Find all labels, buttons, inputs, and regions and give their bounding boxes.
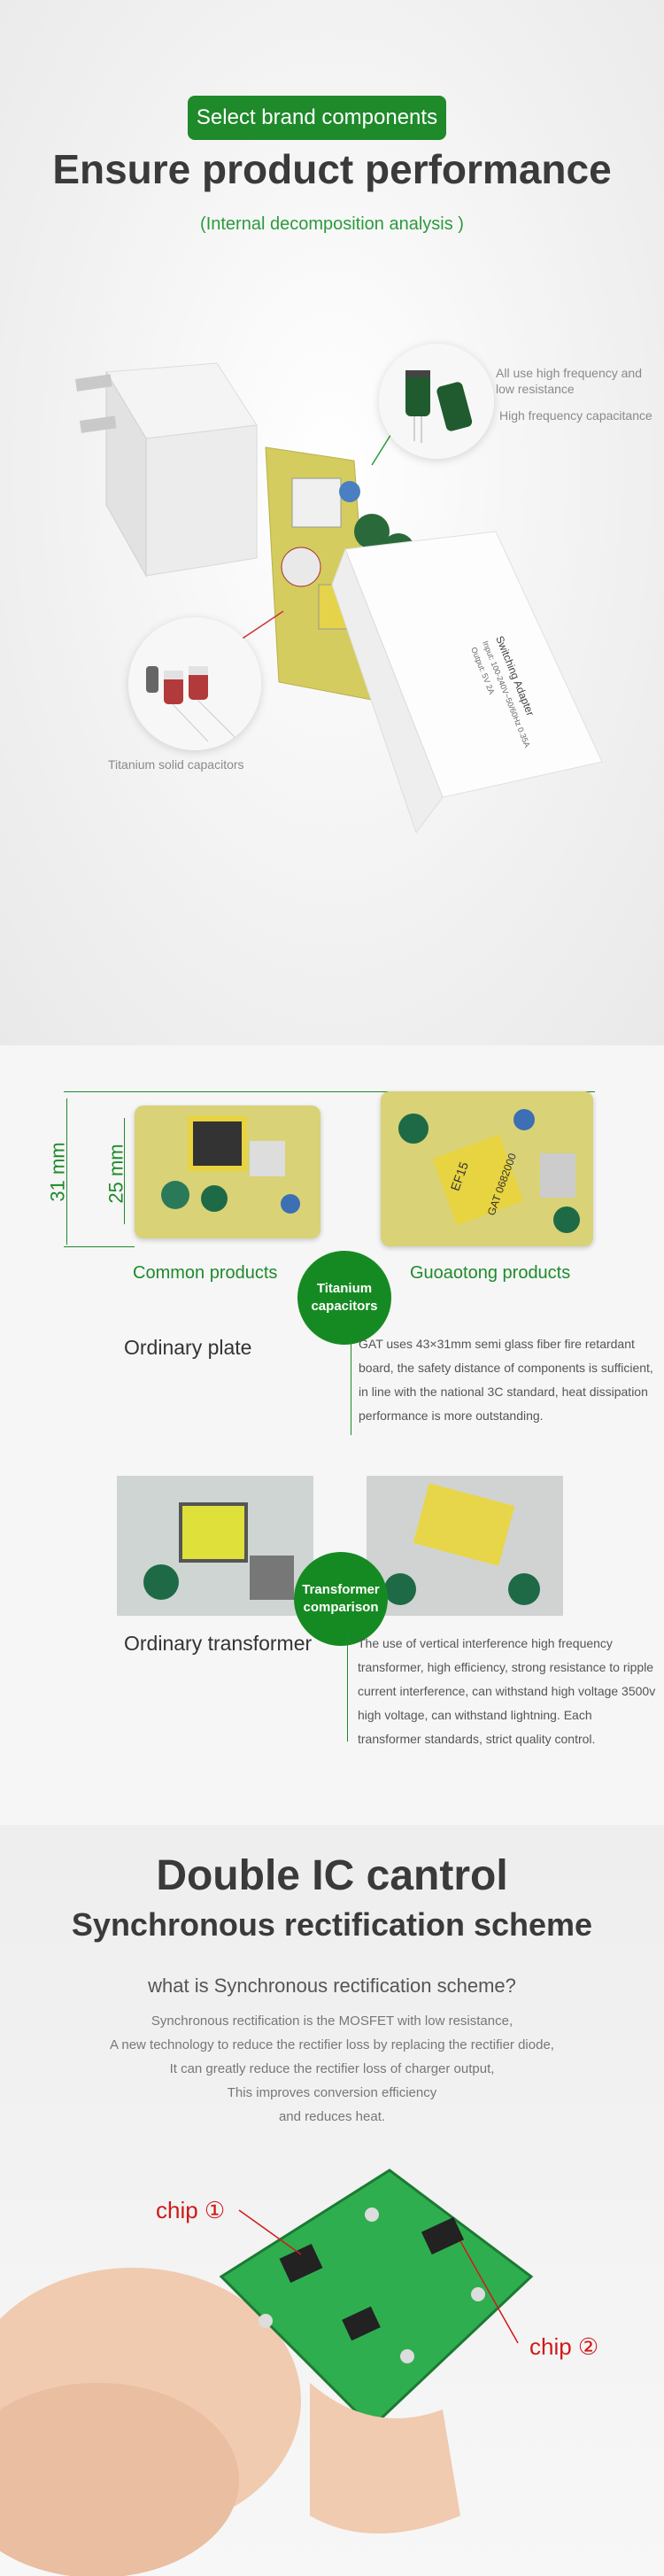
ic-title: Double IC cantrol xyxy=(156,1852,508,1899)
chip-1-label: chip ① xyxy=(156,2197,226,2223)
dimension-25-label: 25 mm xyxy=(104,1144,127,1204)
page-subtitle: (Internal decomposition analysis ) xyxy=(200,214,464,234)
ic-line-5: and reduces heat. xyxy=(278,2109,386,2124)
exploded-charger-illustration: Switching Adapter Input: 100-240V~50/60H… xyxy=(75,362,603,834)
common-product-board xyxy=(135,1106,320,1238)
ordinary-transformer-photo xyxy=(117,1476,313,1616)
ic-line-2: A new technology to reduce the rectifier… xyxy=(110,2037,554,2052)
ic-question: what is Synchronous rectification scheme… xyxy=(148,1975,516,1997)
callout-high-frequency: High frequency capacitance xyxy=(499,408,652,423)
pcb-board xyxy=(265,446,414,701)
guoaotong-product-board: EF15 GAT 0682000 xyxy=(381,1091,593,1246)
chip-2-label: chip ② xyxy=(529,2333,599,2360)
page-title: Ensure product performance xyxy=(52,146,612,192)
common-products-label: Common products xyxy=(133,1263,278,1283)
badge1-line1: Titanium xyxy=(316,1281,373,1296)
plug-head xyxy=(75,362,258,578)
ordinary-plate-title: Ordinary plate xyxy=(124,1336,252,1359)
dimension-top-line xyxy=(64,1091,595,1092)
titanium-capacitors-zoom xyxy=(128,617,261,750)
dimension-25-line xyxy=(124,1118,125,1224)
transformer-comparison-badge: Transformer comparison xyxy=(294,1552,388,1646)
dimension-bottom-line xyxy=(64,1246,135,1247)
ic-subtitle: Synchronous rectification scheme xyxy=(71,1906,593,1943)
transformer-description: The use of vertical interference high fr… xyxy=(358,1636,656,1746)
dimension-31-label: 31 mm xyxy=(46,1142,69,1202)
callout-low-resistance: All use high frequency and low resistanc… xyxy=(496,366,642,396)
ic-line-3: It can greatly reduce the rectifier loss… xyxy=(169,2061,495,2076)
plate-description: GAT uses 43×31mm semi glass fiber fire r… xyxy=(359,1337,653,1423)
hand-holding-pcb-illustration xyxy=(0,2169,534,2576)
high-frequency-capacitors-zoom xyxy=(379,344,494,459)
callout-titanium: Titanium solid capacitors xyxy=(108,757,244,772)
brand-components-badge: Select brand components xyxy=(188,96,446,140)
badge2-line2: comparison xyxy=(303,1600,379,1615)
ic-line-1: Synchronous rectification is the MOSFET … xyxy=(151,2013,513,2029)
charger-case: Switching Adapter Input: 100-240V~50/60H… xyxy=(331,531,603,834)
ordinary-transformer-title: Ordinary transformer xyxy=(124,1632,313,1655)
titanium-capacitors-badge: Titanium capacitors xyxy=(297,1251,391,1345)
guoaotong-transformer-photo xyxy=(367,1476,563,1616)
transformer-divider xyxy=(347,1635,348,1742)
badge2-line1: Transformer xyxy=(302,1582,380,1597)
guoaotong-products-label: Guoaotong products xyxy=(410,1263,571,1283)
dimension-31-line xyxy=(66,1098,67,1245)
ic-line-4: This improves conversion efficiency xyxy=(227,2085,437,2100)
badge1-line2: capacitors xyxy=(311,1299,378,1314)
